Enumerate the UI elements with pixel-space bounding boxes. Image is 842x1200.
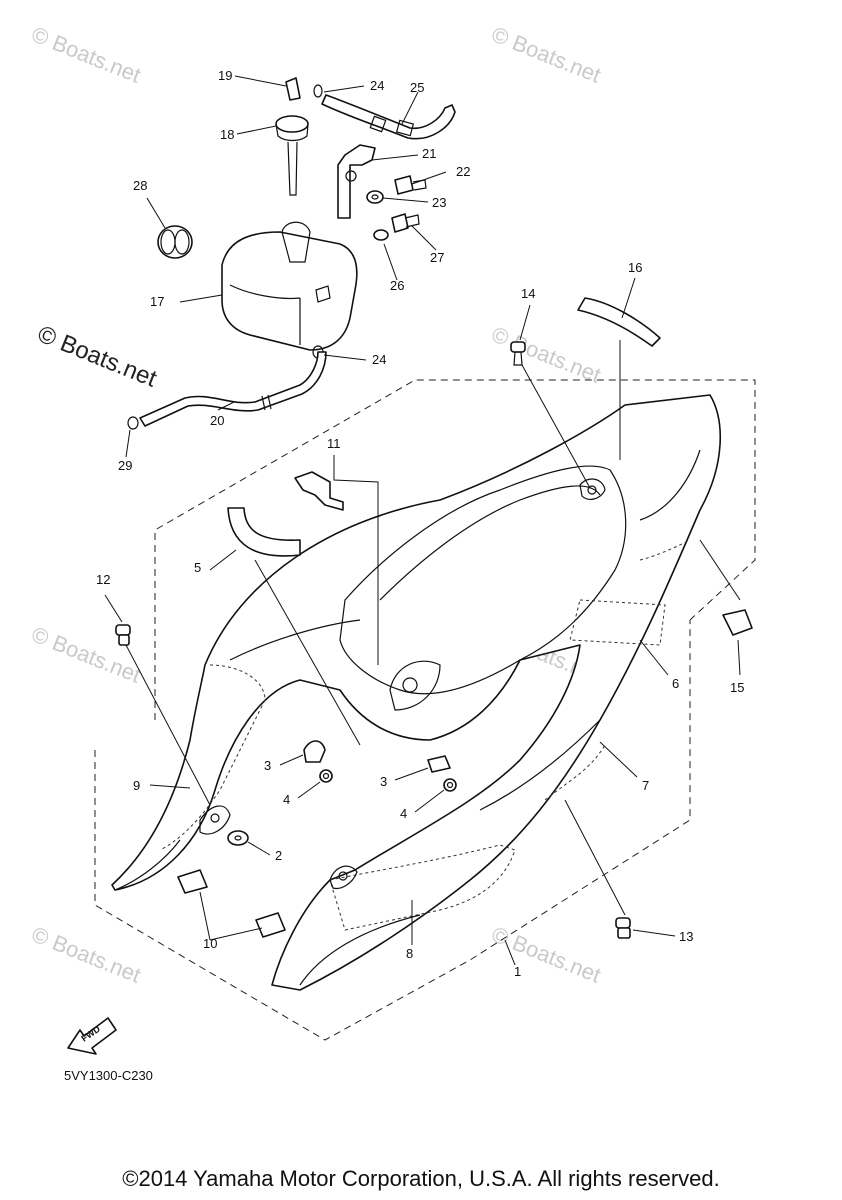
part-4-bolt-right [443, 778, 457, 792]
part-4-bolt-left [319, 769, 333, 783]
callout-numbers: 1 2 3 3 4 4 5 6 7 8 9 10 11 12 13 14 15 … [96, 68, 744, 979]
callout-28: 28 [133, 178, 147, 193]
callout-3-left: 3 [264, 758, 271, 773]
callout-24-top: 24 [370, 78, 384, 93]
watermark: © Boats.net [488, 21, 604, 87]
diagram-code: 5VY1300-C230 [64, 1068, 153, 1083]
part-26-washer [373, 229, 389, 241]
part-3-clip-left [303, 740, 326, 763]
callout-27: 27 [430, 250, 444, 265]
watermark: © Boats.net [28, 921, 144, 987]
watermark: © Boats.net [488, 321, 604, 387]
part-13-rivet [615, 917, 631, 939]
copyright-notice: ©2014 Yamaha Motor Corporation, U.S.A. A… [122, 1166, 720, 1191]
callout-8: 8 [406, 946, 413, 961]
leader-lines [104, 75, 741, 966]
part-12-rivet [115, 624, 131, 646]
part-5-strip [227, 507, 301, 557]
part-3-clip-right [427, 755, 451, 773]
part-28-grommet [157, 225, 193, 259]
part-21-bracket [337, 144, 376, 219]
part-20-hose [139, 351, 327, 427]
callout-12: 12 [96, 572, 110, 587]
callout-1: 1 [514, 964, 521, 979]
part-29-clamp [127, 416, 139, 430]
part-19-breather [285, 77, 301, 101]
part-18-cap [275, 115, 309, 196]
callout-6: 6 [672, 676, 679, 691]
fwd-arrow-icon: FWD [67, 1017, 117, 1055]
part-10-damper-left [177, 869, 208, 894]
callout-13: 13 [679, 929, 693, 944]
part-23-washer [366, 190, 384, 204]
assembly-outline-upper [154, 379, 756, 720]
callout-17: 17 [150, 294, 164, 309]
part-16-strip [577, 297, 661, 347]
callout-22: 22 [456, 164, 470, 179]
callout-18: 18 [220, 127, 234, 142]
callout-24-bottom: 24 [372, 352, 386, 367]
part-2-washer [227, 830, 249, 846]
callout-16: 16 [628, 260, 642, 275]
callout-29: 29 [118, 458, 132, 473]
callout-3-right: 3 [380, 774, 387, 789]
part-17-tank [221, 221, 358, 351]
part-27-bolt [391, 213, 420, 233]
callout-4-left: 4 [283, 792, 290, 807]
seat-cowl-part-1 [111, 394, 722, 991]
assembly-outline-lower [94, 620, 691, 1041]
callout-26: 26 [390, 278, 404, 293]
part-25-hose [321, 94, 456, 140]
part-15-clip-nut [722, 609, 753, 636]
callout-9: 9 [133, 778, 140, 793]
callout-4-right: 4 [400, 806, 407, 821]
part-10-damper-right [255, 912, 286, 938]
watermark: © Boats.net [28, 21, 144, 87]
callout-19: 19 [218, 68, 232, 83]
part-22-bolt [394, 175, 427, 195]
callout-2: 2 [275, 848, 282, 863]
callout-14: 14 [521, 286, 535, 301]
part-24-clamp-top [313, 84, 323, 98]
callout-11: 11 [327, 436, 341, 451]
callout-23: 23 [432, 195, 446, 210]
callout-15: 15 [730, 680, 744, 695]
callout-25: 25 [410, 80, 424, 95]
callout-21: 21 [422, 146, 436, 161]
parts-diagram: © Boats.net © Boats.net © Boats.net © Bo… [28, 21, 756, 1055]
callout-20: 20 [210, 413, 224, 428]
callout-7: 7 [642, 778, 649, 793]
callout-5: 5 [194, 560, 201, 575]
callout-10: 10 [203, 936, 217, 951]
watermark: © Boats.net [488, 921, 604, 987]
part-11-bracket [294, 471, 344, 511]
watermark-overlay: © Boats.net [34, 321, 161, 393]
